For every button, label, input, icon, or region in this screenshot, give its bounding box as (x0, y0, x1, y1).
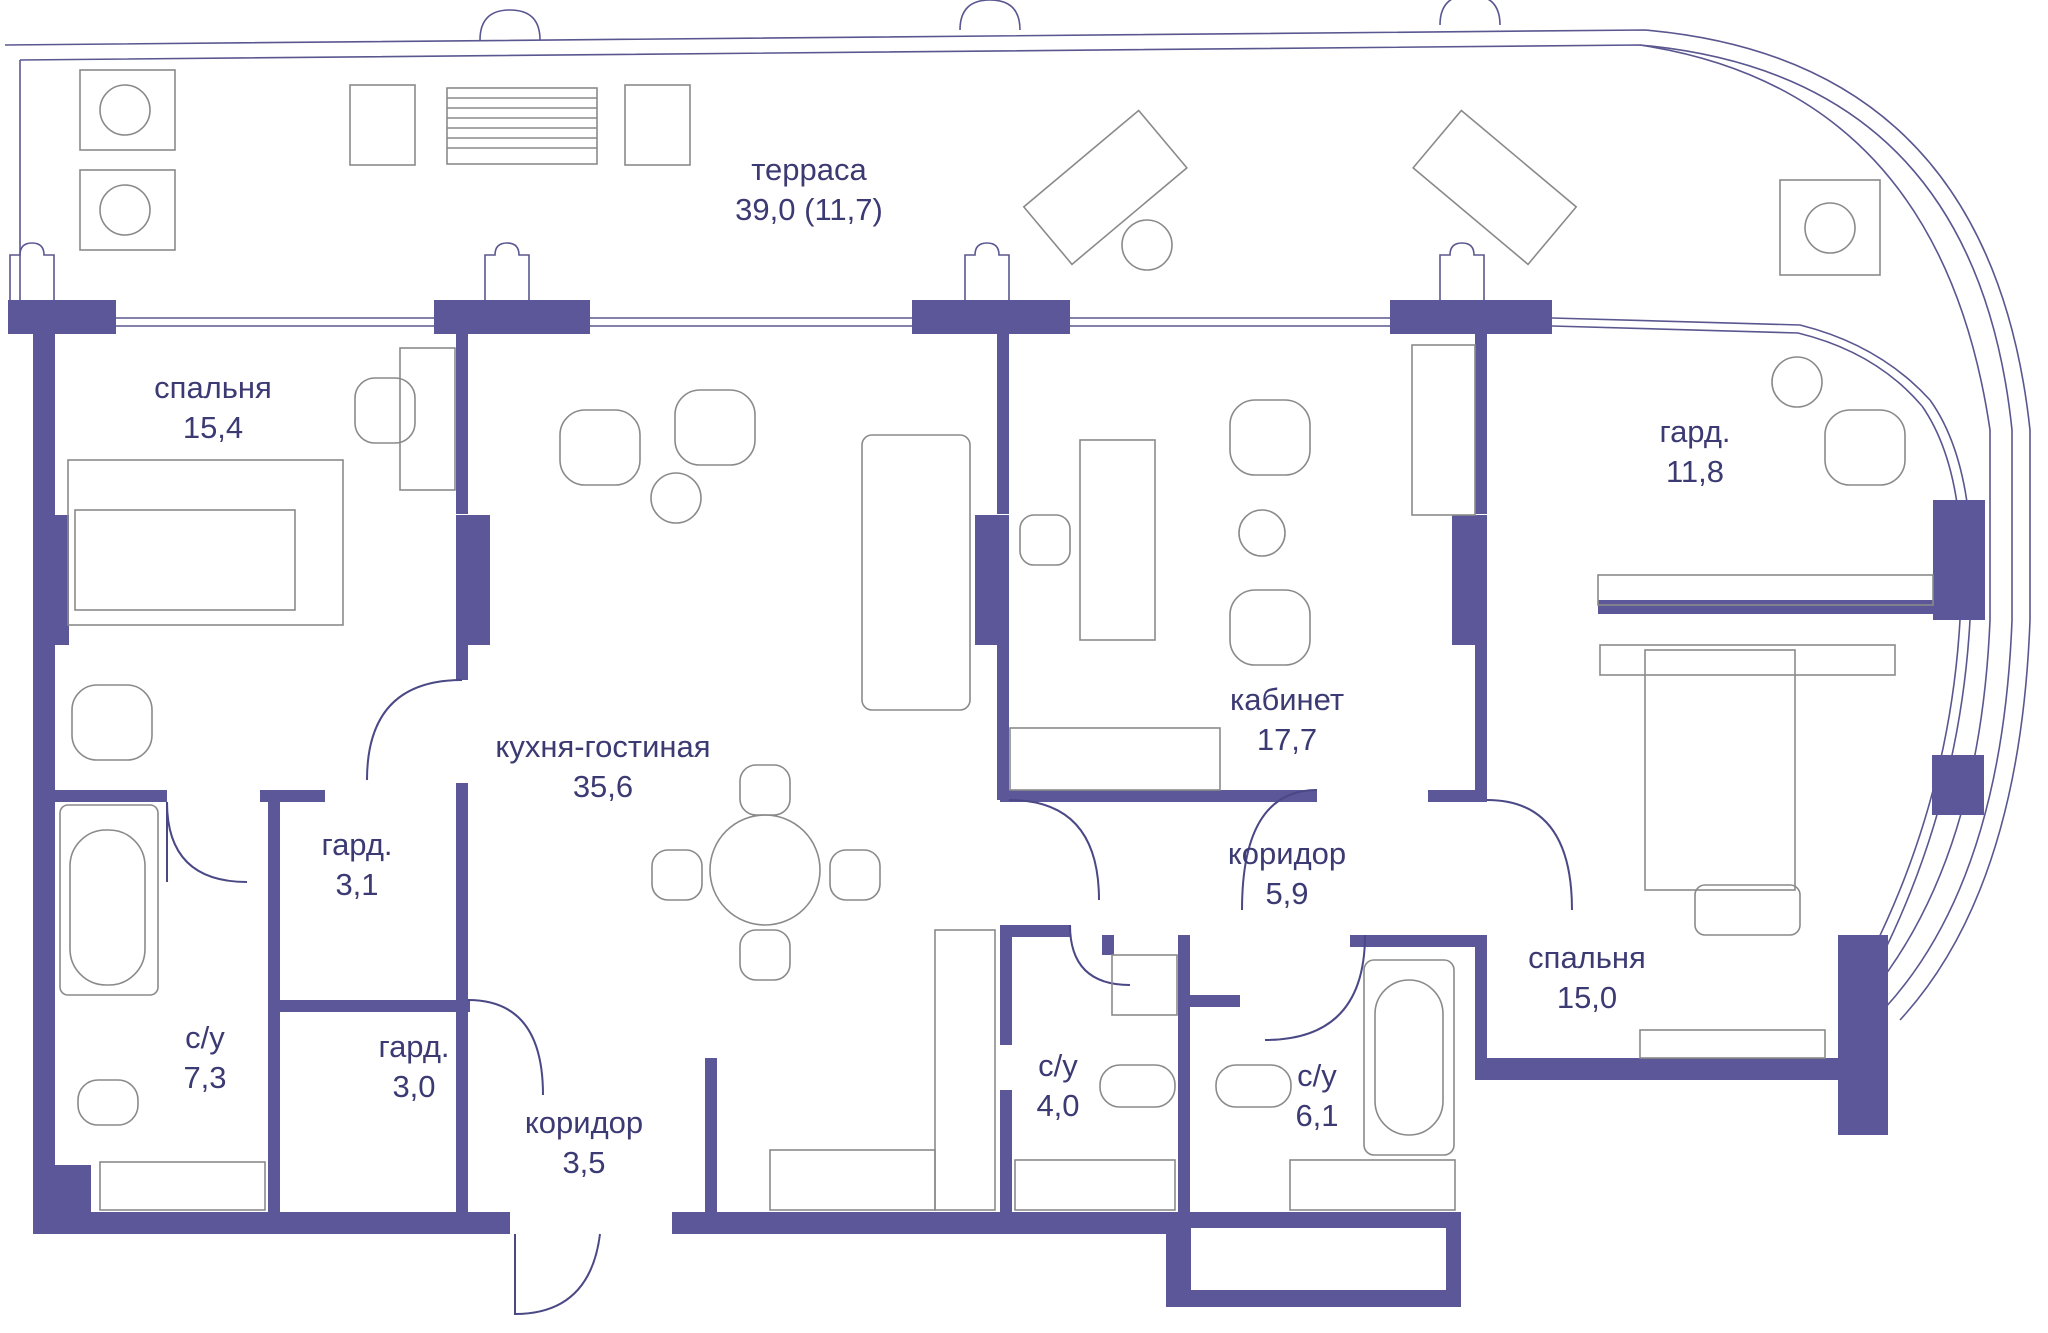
room-area: 3,1 (335, 867, 379, 902)
room-name: спальня (154, 370, 272, 405)
room-label-wardrobe3: гард. 3,0 (378, 1027, 449, 1107)
room-area: 4,0 (1036, 1088, 1080, 1123)
room-label-bath3: с/у 6,1 (1295, 1056, 1338, 1136)
room-area: 5,9 (1265, 876, 1309, 911)
room-label-terrace: терраса 39,0 (11,7) (735, 150, 883, 230)
room-name: гард. (1659, 414, 1731, 449)
room-area: 35,6 (572, 769, 634, 804)
room-label-kitchen: кухня-гостиная 35,6 (495, 727, 710, 807)
room-label-corridor1: коридор 5,9 (1228, 834, 1346, 914)
room-name: с/у (1038, 1048, 1078, 1083)
room-label-corridor2: коридор 3,5 (525, 1103, 643, 1183)
room-label-wardrobe2: гард. 3,1 (321, 825, 392, 905)
room-area: 7,3 (183, 1060, 227, 1095)
room-name: терраса (751, 152, 867, 187)
room-name: с/у (185, 1020, 225, 1055)
room-name: гард. (378, 1029, 450, 1064)
room-area: 17,7 (1256, 722, 1318, 757)
glazing (115, 317, 1973, 961)
room-area: 39,0 (11,7) (735, 192, 883, 227)
room-area: 3,0 (392, 1069, 436, 1104)
room-area: 15,0 (1556, 980, 1618, 1015)
room-label-bedroom1: спальня 15,4 (154, 368, 272, 448)
room-label-study: кабинет 17,7 (1230, 680, 1344, 760)
room-label-bath1: с/у 7,3 (183, 1018, 226, 1098)
walls (8, 300, 1985, 1307)
room-area: 15,4 (182, 410, 244, 445)
room-name: гард. (321, 827, 393, 862)
room-label-bath2: с/у 4,0 (1036, 1046, 1079, 1126)
room-area: 6,1 (1295, 1098, 1339, 1133)
room-name: кабинет (1229, 682, 1345, 717)
room-area: 11,8 (1665, 454, 1725, 489)
interior-furniture (59, 344, 1934, 1211)
doors (166, 679, 1573, 1316)
terrace-outline (4, 29, 2031, 1021)
room-label-bedroom2: спальня 15,0 (1528, 938, 1646, 1018)
room-name: кухня-гостиная (495, 729, 711, 764)
terrace-columns (9, 0, 1501, 300)
room-name: с/у (1297, 1058, 1337, 1093)
terrace-furniture (79, 69, 1881, 276)
room-label-wardrobe1: гард. 11,8 (1659, 412, 1730, 492)
room-area: 3,5 (562, 1145, 606, 1180)
room-name: спальня (1528, 940, 1646, 975)
room-name: коридор (524, 1105, 644, 1140)
room-name: коридор (1227, 836, 1347, 871)
